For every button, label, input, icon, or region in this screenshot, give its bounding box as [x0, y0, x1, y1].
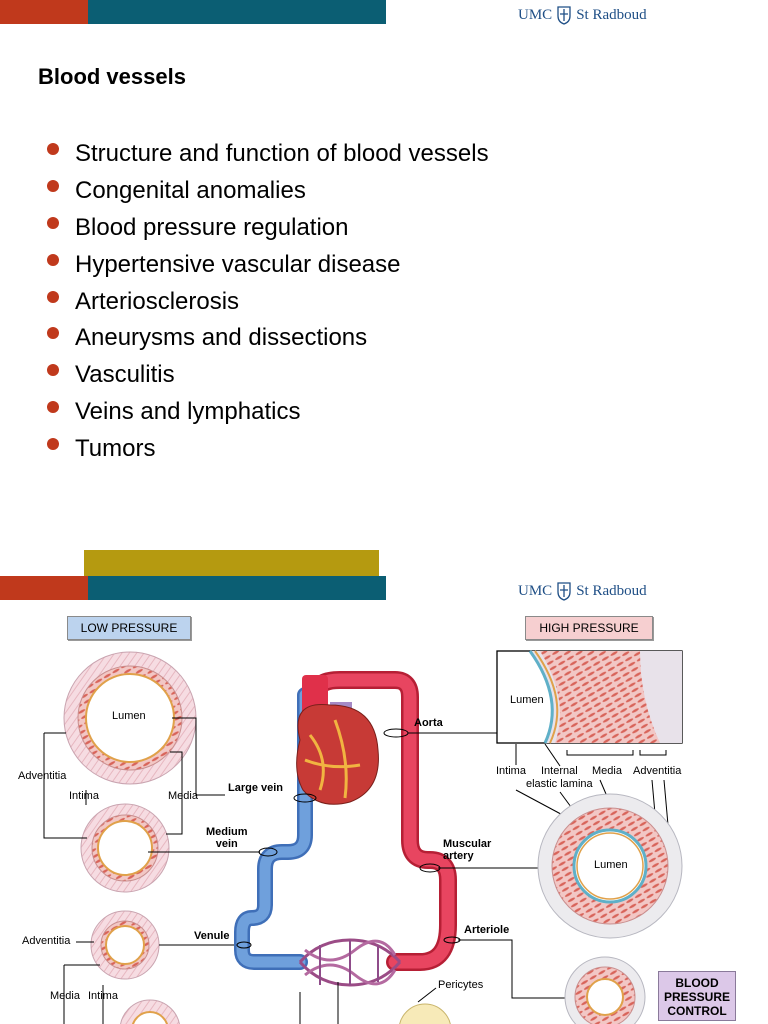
- pericytes-label: Pericytes: [438, 979, 484, 991]
- capillary-section: [120, 999, 180, 1024]
- muscular-artery-label: Muscular artery: [443, 838, 492, 862]
- bullet-icon: [47, 143, 59, 155]
- large-vein-label: Large vein: [228, 782, 284, 794]
- venule-label: Venule: [194, 930, 230, 942]
- adventitia-venule-label: Adventitia: [22, 935, 71, 947]
- list-item: Tumors: [44, 433, 489, 470]
- header-bar-red: [0, 0, 88, 24]
- list-item: Arteriosclerosis: [44, 286, 489, 323]
- bullet-icon: [47, 216, 59, 229]
- lumen-right-label: Lumen: [594, 859, 628, 871]
- header-bar-blue-2: [88, 576, 386, 600]
- bullet-icon: [47, 290, 59, 303]
- list-item: Hypertensive vascular disease: [44, 249, 489, 286]
- umc-logo-2: UMC St Radboud: [518, 581, 647, 601]
- arteriole-section: [564, 956, 646, 1024]
- bullet-icon: [47, 253, 59, 266]
- list-item: Congenital anomalies: [44, 175, 489, 212]
- list-item: Vasculitis: [44, 359, 489, 396]
- vein-path: [234, 687, 313, 970]
- artery-path: [309, 671, 457, 971]
- intima-label: Intima: [69, 790, 99, 802]
- list-item: Aneurysms and dissections: [44, 322, 489, 359]
- high-pressure-box: HIGH PRESSURE: [525, 616, 653, 640]
- list-item: Veins and lymphatics: [44, 396, 489, 433]
- left-leaders: [43, 717, 260, 1024]
- blood-pressure-control-box: BLOOD PRESSURE CONTROL: [658, 971, 736, 1021]
- lumen-label: Lumen: [112, 710, 146, 722]
- topic-list: Structure and function of blood vessels …: [44, 138, 489, 470]
- adventitia-label: Adventitia: [18, 770, 67, 782]
- intima-venule-label: Intima: [88, 990, 118, 1002]
- crest-icon: [557, 582, 571, 601]
- logo-text: UMC: [518, 582, 553, 599]
- media-right-label: Media: [592, 765, 622, 777]
- bullet-icon: [47, 327, 59, 340]
- medium-vein-label: Medium vein: [206, 826, 248, 850]
- lumen-inset-label: Lumen: [510, 694, 544, 706]
- large-vein-section: [63, 651, 197, 785]
- low-pressure-box: LOW PRESSURE: [67, 616, 191, 640]
- capillary-bed: [298, 938, 402, 987]
- logo-text: UMC: [518, 6, 553, 23]
- bullet-icon: [47, 179, 59, 192]
- internal-elastic-lamina-label: Internal elastic lamina: [526, 765, 593, 790]
- venule-section: [90, 910, 160, 980]
- adventitia-right-label: Adventitia: [633, 765, 682, 777]
- umc-logo: UMC St Radboud: [518, 5, 647, 25]
- arteriole-label: Arteriole: [464, 924, 510, 936]
- list-item: Blood pressure regulation: [44, 212, 489, 249]
- logo-text-2: St Radboud: [576, 6, 647, 23]
- crest-icon: [557, 6, 571, 25]
- bullet-icon: [47, 438, 59, 451]
- medium-vein-section: [80, 803, 170, 893]
- media-venule-label: Media: [50, 990, 80, 1002]
- slide-title: Blood vessels: [38, 64, 186, 89]
- logo-text-2: St Radboud: [576, 582, 647, 599]
- muscular-artery-section: [537, 793, 683, 939]
- aorta-label: Aorta: [414, 717, 443, 729]
- bullet-icon: [47, 364, 59, 377]
- header-bar-red-2: [0, 576, 88, 600]
- header-bar-blue: [88, 0, 386, 24]
- intima-right-label: Intima: [496, 765, 526, 777]
- bullet-icon: [47, 401, 59, 414]
- aorta-inset: [496, 650, 683, 744]
- heart-illustration: [296, 675, 379, 805]
- vessel-diagram: [43, 650, 683, 1024]
- media-label: Media: [168, 790, 198, 802]
- footer-bar-gold: [84, 550, 379, 576]
- list-item: Structure and function of blood vessels: [44, 138, 489, 175]
